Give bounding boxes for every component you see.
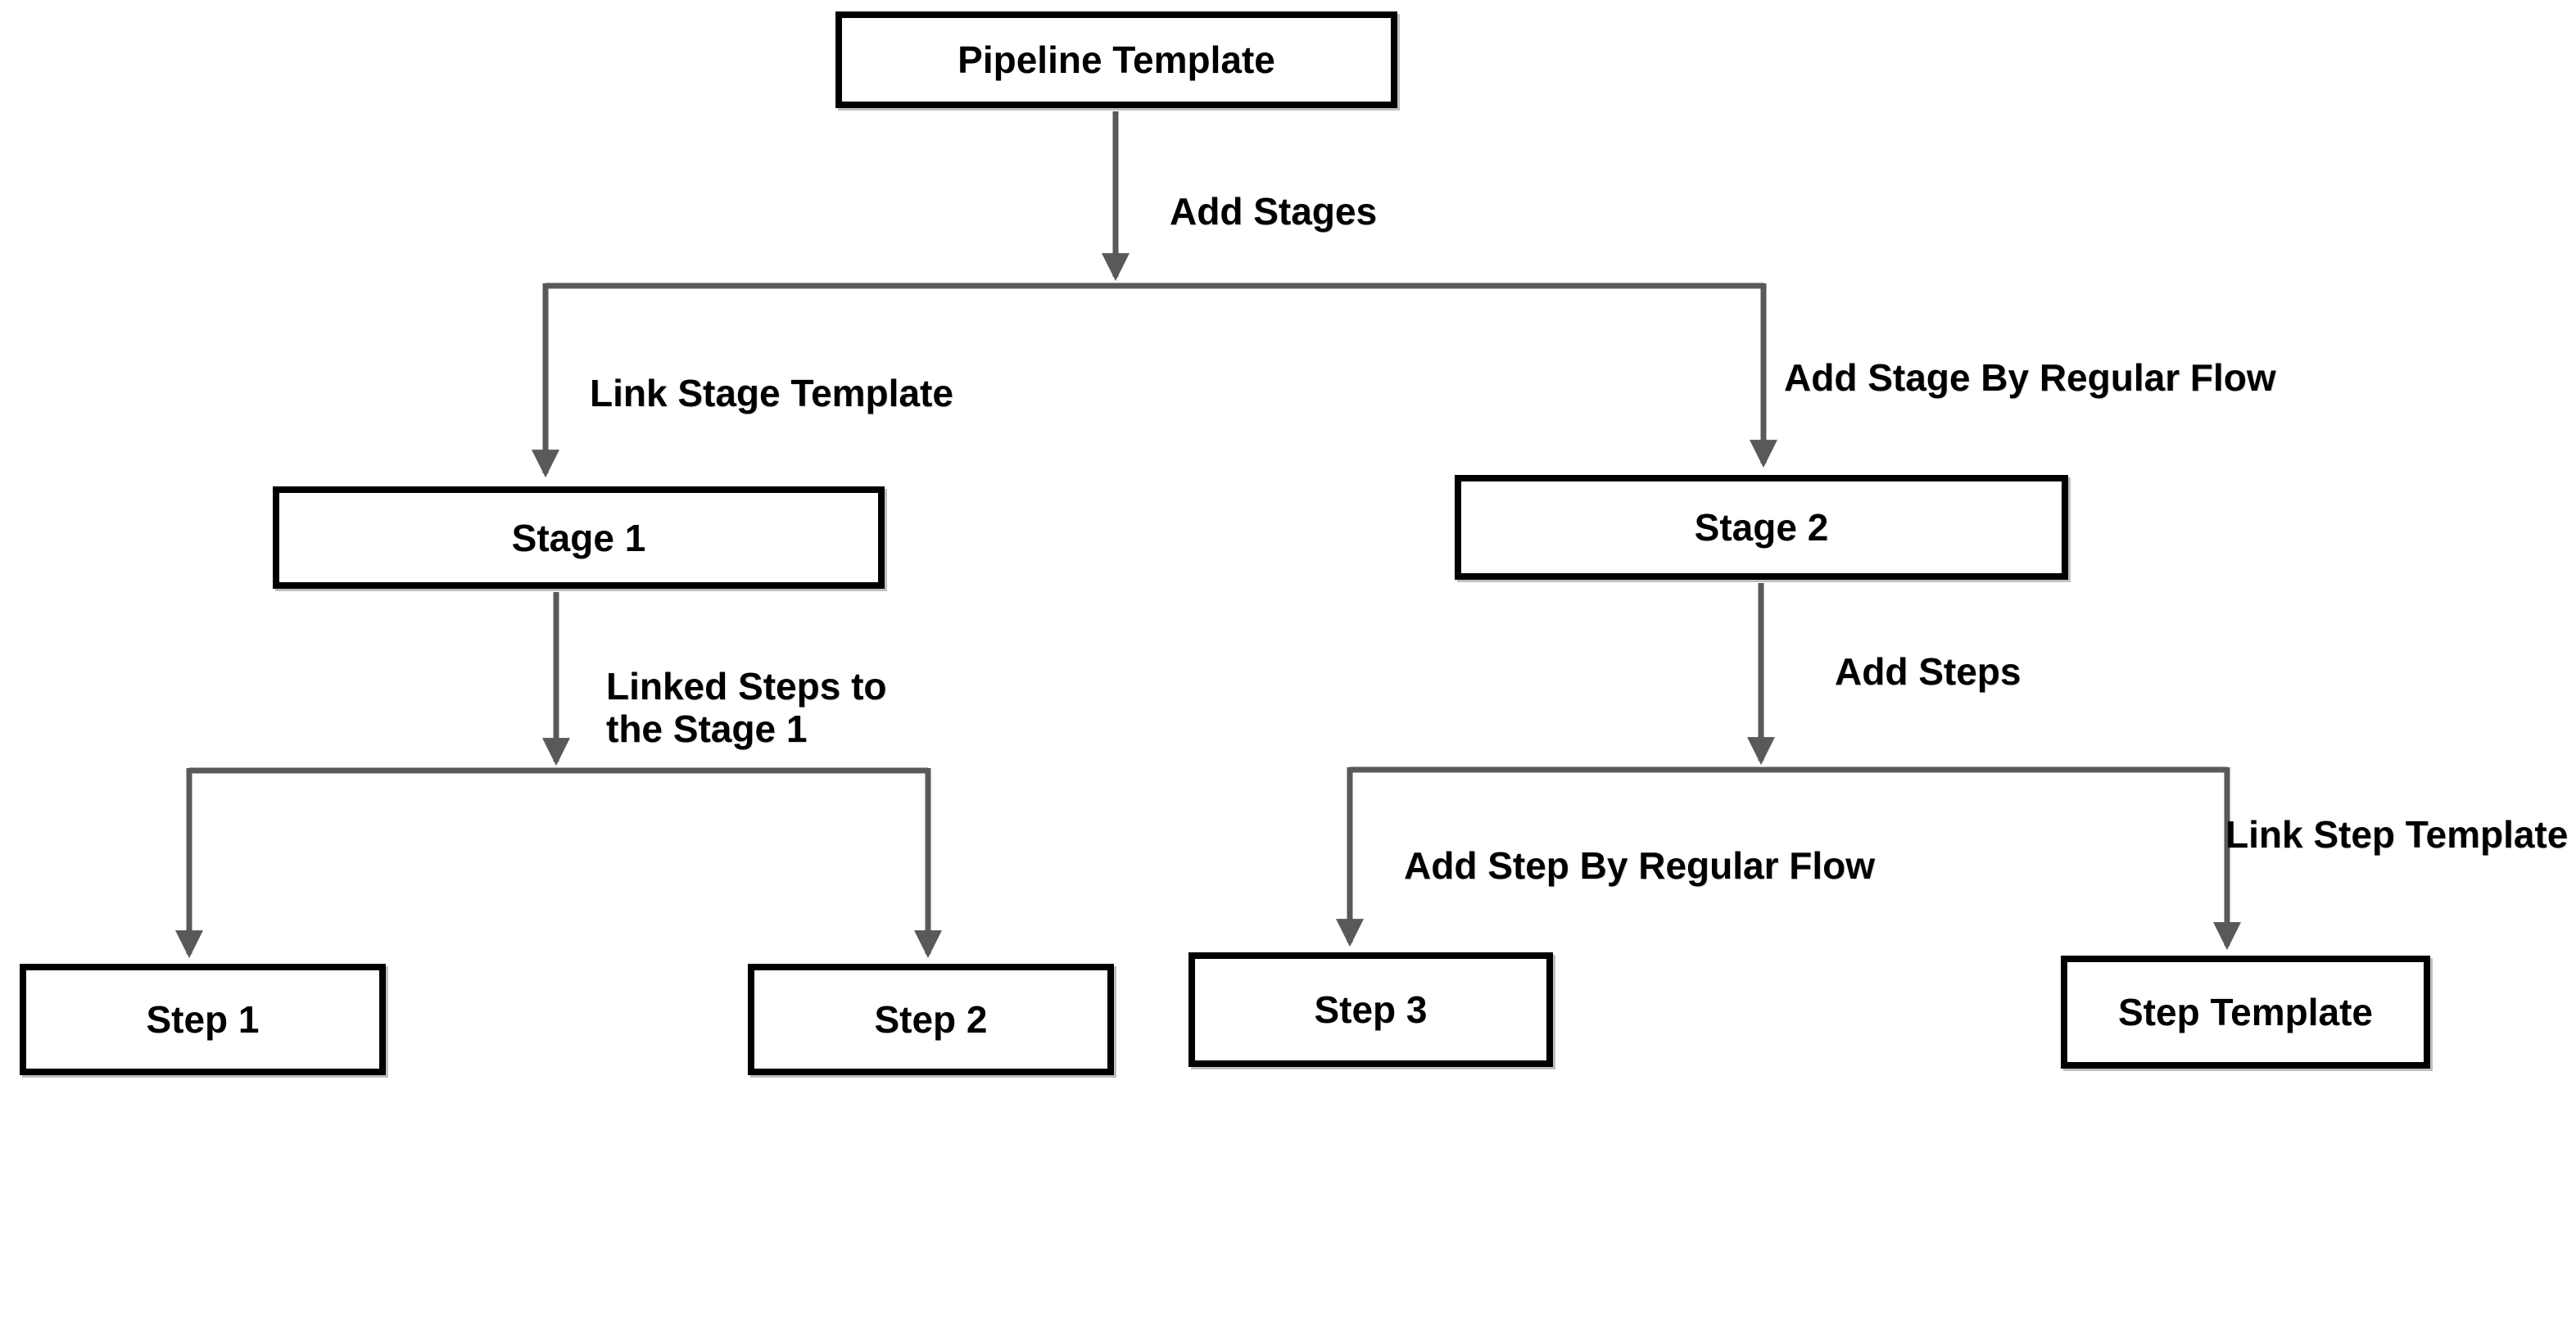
node-step-2: Step 2 xyxy=(748,964,1114,1075)
edge-label-link-stage-template: Link Stage Template xyxy=(590,372,953,414)
edge-label-linked-steps: Linked Steps to the Stage 1 xyxy=(606,665,886,750)
node-pipeline-template: Pipeline Template xyxy=(835,11,1397,108)
edge-label-link-step-template: Link Step Template xyxy=(2225,813,2569,856)
node-stage-1-label: Stage 1 xyxy=(511,516,646,559)
node-step-1: Step 1 xyxy=(20,964,386,1075)
node-stage-2-label: Stage 2 xyxy=(1694,506,1829,549)
node-step-1-label: Step 1 xyxy=(146,998,260,1041)
node-step-3-label: Step 3 xyxy=(1314,988,1428,1031)
node-step-template: Step Template xyxy=(2061,956,2430,1069)
node-pipeline-template-label: Pipeline Template xyxy=(958,38,1275,81)
node-step-2-label: Step 2 xyxy=(874,998,988,1041)
edge-label-linked-steps-line1: Linked Steps to xyxy=(606,665,887,707)
edge-label-linked-steps-line2: the Stage 1 xyxy=(606,707,808,750)
node-step-template-label: Step Template xyxy=(2118,991,2373,1033)
edge-label-add-steps: Add Steps xyxy=(1835,650,2021,693)
edge-label-add-stage-by-regular-flow: Add Stage By Regular Flow xyxy=(1784,356,2276,399)
node-step-3: Step 3 xyxy=(1188,952,1553,1067)
edge-label-add-step-by-regular-flow: Add Step By Regular Flow xyxy=(1404,844,1876,887)
edge-label-add-stages: Add Stages xyxy=(1170,190,1378,233)
node-stage-2: Stage 2 xyxy=(1455,475,2068,580)
node-stage-1: Stage 1 xyxy=(273,486,885,589)
